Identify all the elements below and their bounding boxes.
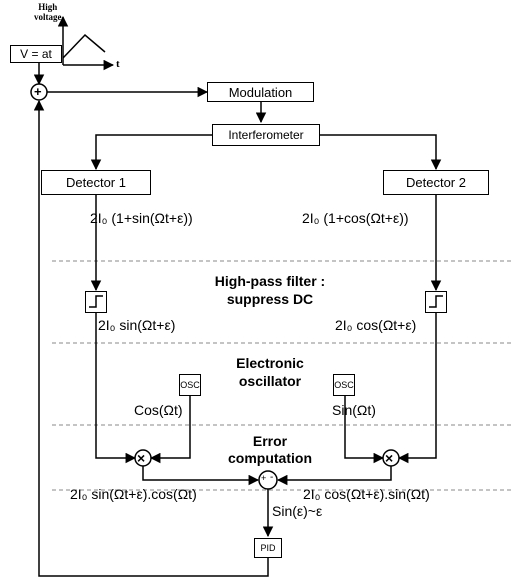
high-pass-stage-label: High-pass filter : suppress DC [200,272,340,308]
mixer-left-symbol: × [137,450,146,466]
error-stage-line-1: Error [252,433,288,449]
adder-symbol: + [34,84,42,99]
mixer-left-circle [134,449,152,467]
mixer-left-to-subtractor [142,466,260,486]
filter-step-symbols [89,295,443,308]
high-voltage-line-1: High [38,2,58,12]
oscillator-right-box: OSC [333,374,355,396]
oscillator-stage-line-1: Electronic [236,355,304,371]
time-axis-label: t [116,58,120,70]
subtractor-minus-symbol: - [270,472,274,483]
subtractor-plus-symbol: + [261,473,267,483]
mixer-right-circle [382,449,400,467]
detector-2-box: Detector 2 [383,170,489,195]
high-pass-filter-left [85,291,107,313]
detector-1-box: Detector 1 [41,170,151,195]
oscillator-stage-label: Electronic oscillator [205,354,335,390]
high-pass-filter-right [425,291,447,313]
oscillator-stage-line-2: oscillator [238,373,302,389]
filter-left-signal: 2I₀ sin(Ωt+ε) [98,317,176,333]
high-pass-stage-line-2: suppress DC [226,291,314,307]
high-voltage-line-2: voltage [34,12,62,22]
modulation-box: Modulation [207,82,314,102]
filter-left-to-mixer [95,313,137,464]
filter-left-step [89,295,103,308]
interferometer-to-detector-1 [90,134,212,171]
error-stage-line-2: computation [228,450,312,466]
high-voltage-label: High voltage [34,2,62,22]
oscillator-left-signal: Cos(Ωt) [134,402,183,418]
junctions [30,83,400,490]
adder-circle [30,83,48,101]
error-signal: Sin(ε)~ε [272,503,323,519]
detector-1-signal: 2I₀ (1+sin(Ωt+ε)) [90,210,193,226]
ramp-triangle [62,33,106,59]
ramp-graph [57,15,115,71]
mixer-right-symbol: × [385,450,394,466]
interferometer-to-detector-2 [320,134,442,171]
oscillator-right-signal: Sin(Ωt) [332,402,376,418]
high-pass-stage-line-1: High-pass filter : [214,273,326,289]
osc-left-to-mixer [149,396,191,464]
filter-right-step [429,295,443,308]
mixer-right-signal: 2I₀ cos(Ωt+ε).sin(Ωt) [303,486,430,502]
mixer-right-to-subtractor [276,466,392,486]
oscillator-left-box: OSC [179,374,201,396]
detector-2-signal: 2I₀ (1+cos(Ωt+ε)) [302,210,409,226]
voltage-ramp-box: V = at [10,45,62,63]
filter-right-to-mixer [397,313,437,464]
pid-feedback-loop [33,99,269,577]
mixer-left-signal: 2I₀ sin(Ωt+ε).cos(Ωt) [70,486,197,502]
subtractor-circle [258,470,278,490]
filter-right-signal: 2I₀ cos(Ωt+ε) [335,317,417,333]
pid-box: PID [254,538,282,558]
error-stage-label: Error computation [205,433,335,467]
osc-right-to-mixer [344,396,385,464]
interferometer-box: Interferometer [212,124,320,146]
